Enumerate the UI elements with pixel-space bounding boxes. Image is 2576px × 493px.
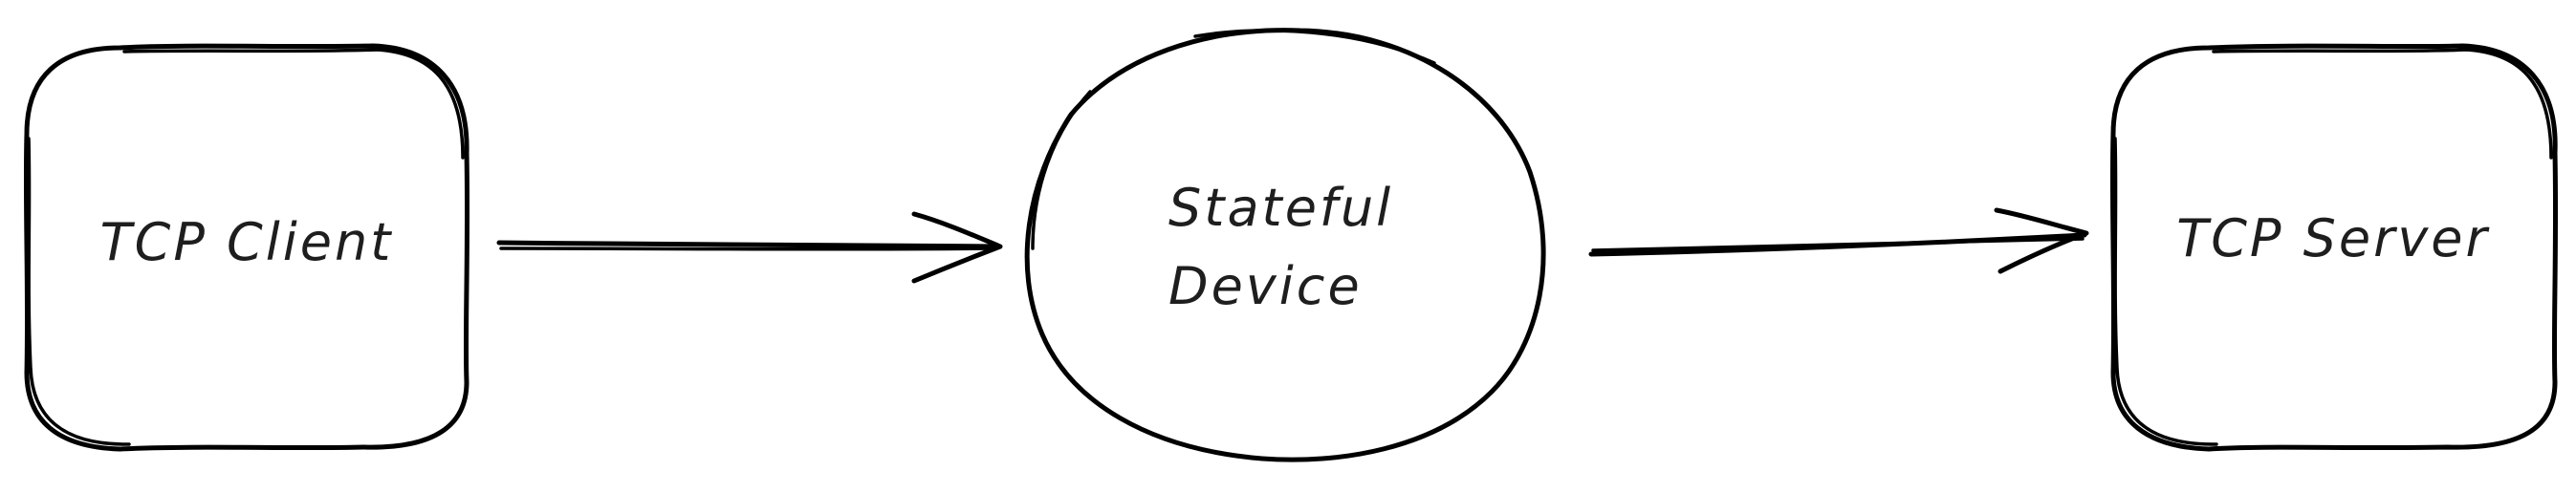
stateful-device-label-line2: Device <box>1168 256 1363 316</box>
stateful-device-label-line1: Stateful <box>1168 178 1393 238</box>
arrow-shaft-stroke2 <box>1591 237 2085 252</box>
stateful-device-circle <box>1024 28 1546 462</box>
tcp-client-box <box>23 43 470 452</box>
tcp-server-label: TCP Server <box>2176 208 2490 268</box>
node-tcp-server[interactable]: TCP Server <box>2109 43 2559 452</box>
arrow-head <box>1994 207 2089 274</box>
tcp-client-box-stroke2 <box>27 48 465 446</box>
arrow-shaft <box>1588 232 2087 257</box>
arrow-head <box>911 211 1003 284</box>
tcp-server-box-stroke2 <box>2113 48 2553 446</box>
node-tcp-client[interactable]: TCP Client <box>23 43 470 452</box>
edge-client-to-device[interactable] <box>496 211 1003 284</box>
tcp-server-box <box>2109 43 2559 452</box>
stateful-device-circle-stroke2 <box>1031 29 1436 250</box>
edge-device-to-server[interactable] <box>1588 207 2089 274</box>
arrow-shaft <box>496 240 1001 249</box>
arrow-shaft-stroke2 <box>499 246 996 251</box>
node-stateful-device[interactable]: Stateful Device <box>1024 28 1546 462</box>
tcp-client-label: TCP Client <box>100 212 394 272</box>
